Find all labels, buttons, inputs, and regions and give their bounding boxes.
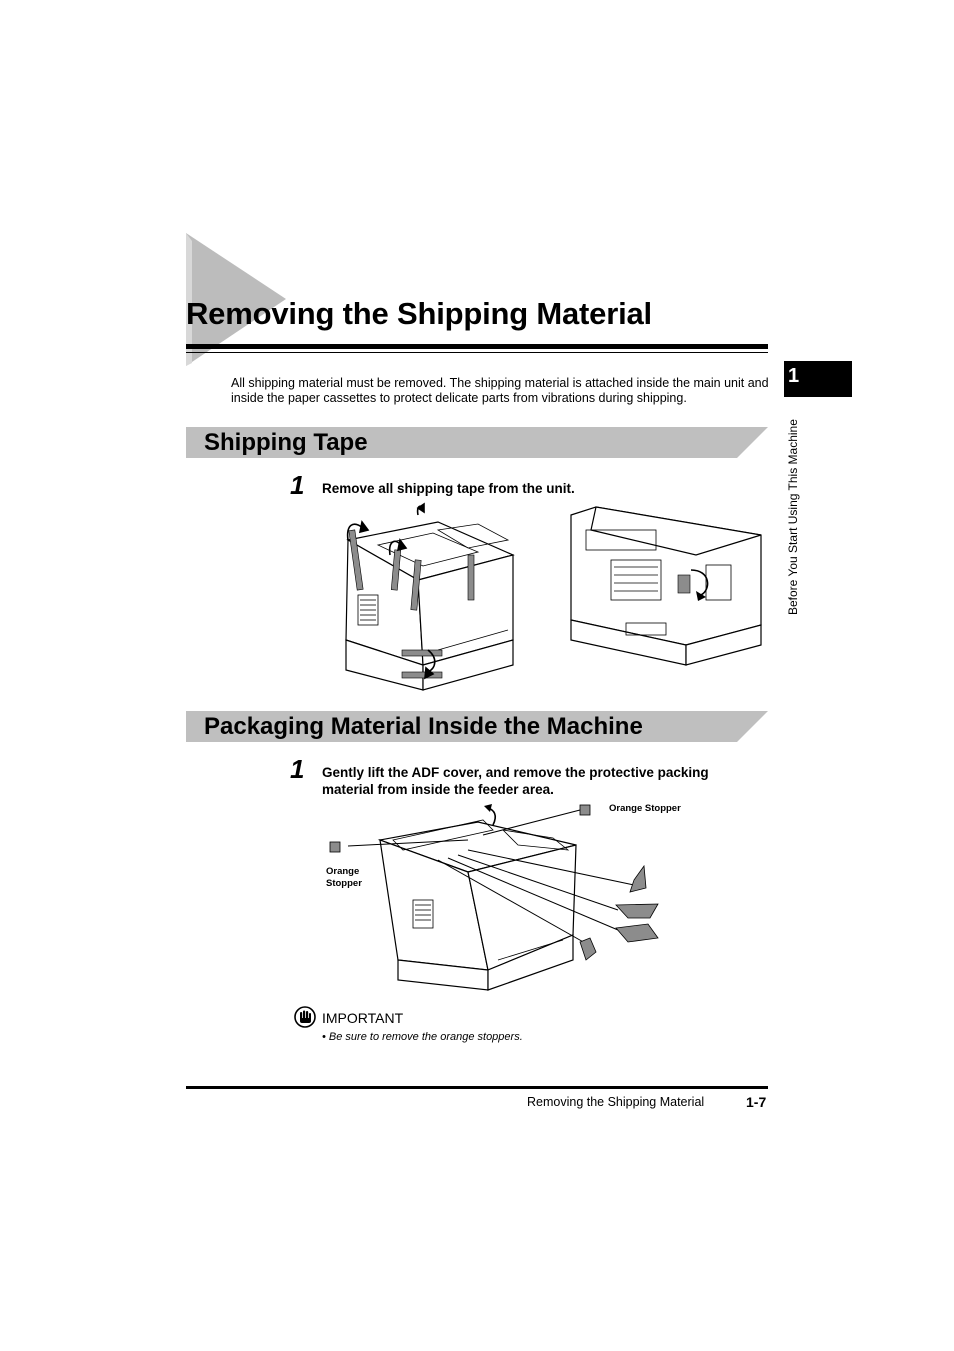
section-header-shipping-tape: Shipping Tape (186, 427, 768, 458)
title-rule-thin (186, 352, 768, 353)
machine-front-tape-illustration (345, 502, 515, 691)
footer-title: Removing the Shipping Material (527, 1095, 705, 1109)
intro-paragraph: All shipping material must be removed. T… (231, 376, 769, 405)
machine-rear-tape-illustration (570, 506, 762, 666)
important-note: • Be sure to remove the orange stoppers. (322, 1031, 523, 1043)
heading-triangle-decoration (186, 233, 286, 366)
callout-orange-stopper-left: Orange Stopper (326, 866, 362, 889)
important-note-text: Be sure to remove the orange stoppers. (328, 1031, 523, 1043)
chapter-number: 1 (788, 365, 800, 387)
page-title: Removing the Shipping Material (186, 296, 652, 331)
section-header-packaging-material: Packaging Material Inside the Machine (186, 711, 768, 742)
title-rule (186, 344, 768, 349)
chapter-side-label: Before You Start Using This Machine (786, 419, 800, 615)
page-number: 1-7 (746, 1094, 767, 1110)
adf-stopper-illustration (329, 804, 659, 991)
section-title: Shipping Tape (204, 429, 368, 456)
step-text: Remove all shipping tape from the unit. (322, 481, 575, 496)
footer-rule (186, 1086, 768, 1089)
callout-orange-stopper-right: Orange Stopper (609, 803, 681, 814)
step-text: Gently lift the ADF cover, and remove th… (322, 765, 709, 797)
chapter-tab: 1 (784, 361, 852, 397)
hand-stop-icon (294, 1006, 316, 1028)
important-label: IMPORTANT (322, 1010, 404, 1026)
step-number: 1 (290, 754, 305, 784)
step-number: 1 (290, 470, 305, 500)
section-title: Packaging Material Inside the Machine (204, 713, 643, 740)
